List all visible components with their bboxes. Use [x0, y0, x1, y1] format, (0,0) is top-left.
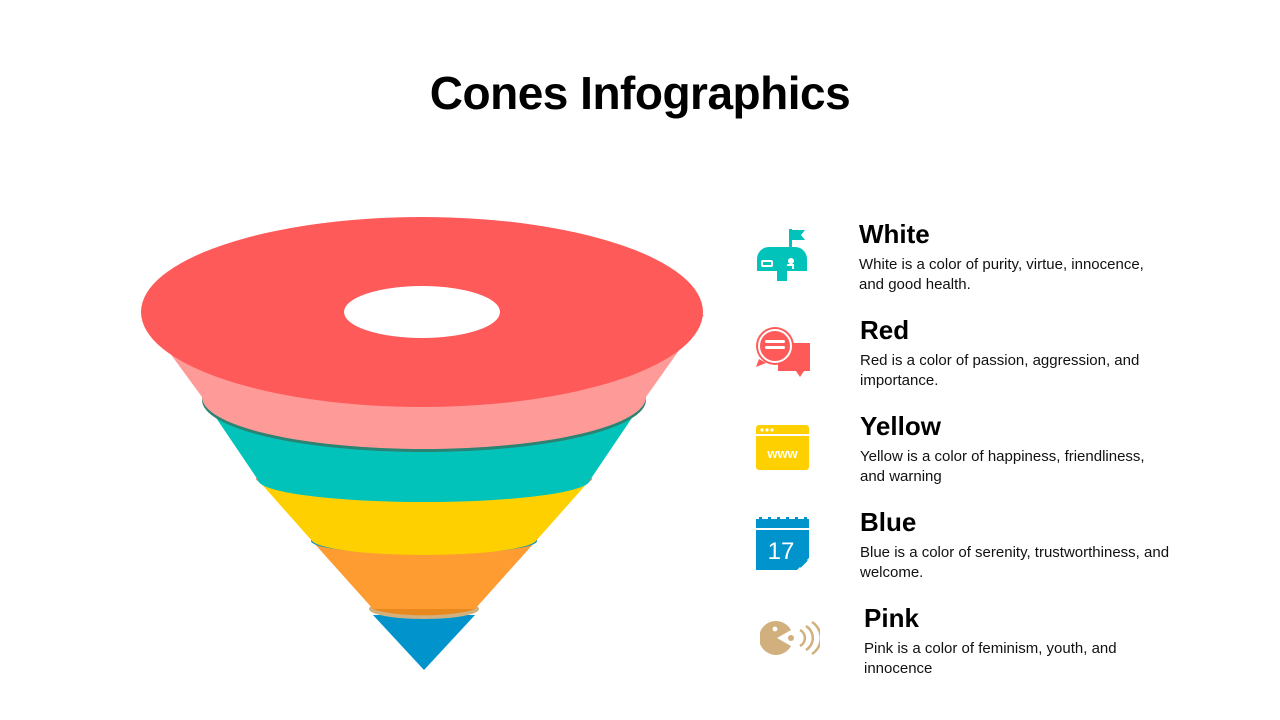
- calendar-icon: 17: [756, 517, 809, 570]
- cone-layer-orange: [313, 542, 535, 609]
- item-heading: White: [859, 219, 930, 249]
- mailbox-icon: [757, 229, 807, 281]
- item-heading: Blue: [860, 507, 917, 537]
- list-item-white: White White is a color of purity, virtue…: [755, 219, 1195, 315]
- item-description: Red is a color of passion, aggression, a…: [860, 352, 1140, 389]
- cone-layer-blue: [373, 615, 475, 670]
- list-item-yellow: www Yellow Yellow is a color of happines…: [756, 411, 1196, 507]
- list-item-red: Red Red is a color of passion, aggressio…: [756, 315, 1196, 411]
- cone-diagram: [141, 217, 704, 670]
- list-item-blue: 17 Blue Blue is a color of serenity, tru…: [756, 507, 1196, 603]
- web-browser-icon: www: [756, 425, 809, 470]
- item-heading: Red: [860, 315, 910, 345]
- item-description: White is a color of purity, virtue, inno…: [859, 256, 1144, 293]
- item-description: Yellow is a color of happiness, friendli…: [860, 448, 1145, 485]
- chat-bubbles-icon: [756, 327, 810, 377]
- list-item-pink: Pink Pink is a color of feminism, youth,…: [760, 603, 1200, 699]
- calendar-day: 17: [768, 538, 795, 565]
- item-description: Blue is a color of serenity, trustworthi…: [860, 544, 1170, 581]
- cone-top-hole: [344, 286, 500, 338]
- page-title: Cones Infographics: [429, 67, 851, 119]
- svg-text:www: www: [766, 446, 798, 461]
- item-heading: Pink: [864, 603, 919, 633]
- item-description: Pink is a color of feminism, youth, and …: [864, 640, 1117, 677]
- item-heading: Yellow: [860, 411, 941, 441]
- pacman-sound-icon: [760, 620, 820, 656]
